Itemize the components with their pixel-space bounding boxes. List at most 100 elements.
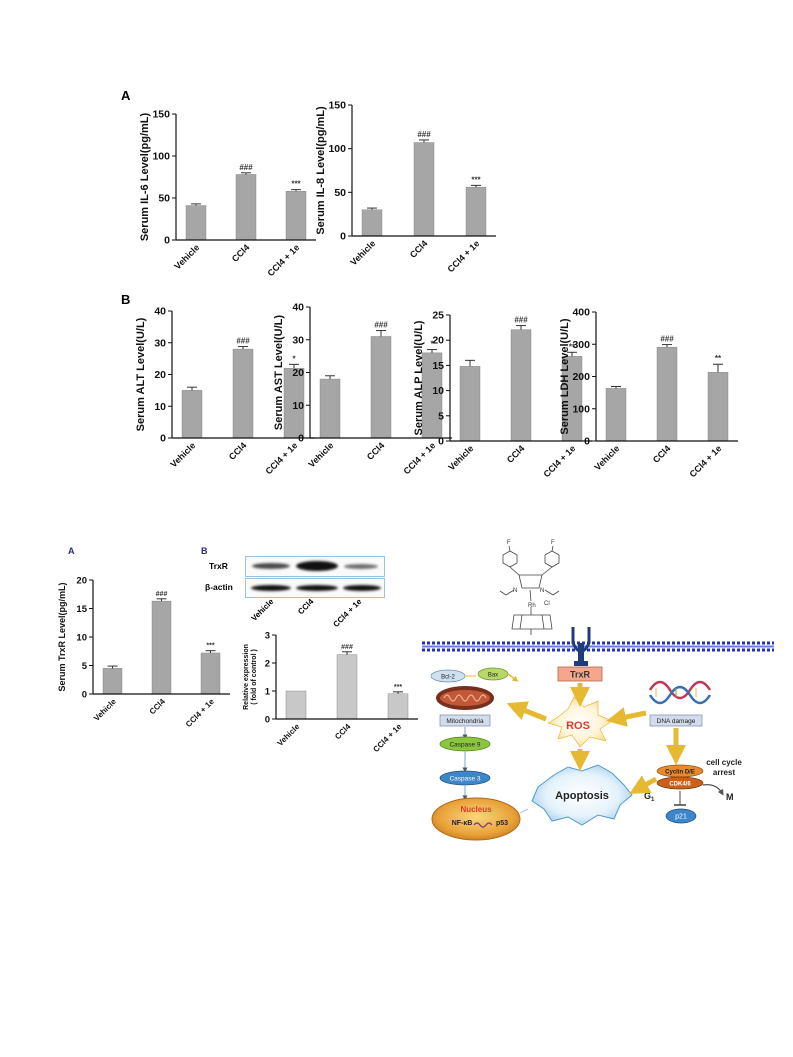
il6-bar-0 bbox=[185, 205, 207, 241]
chloride-label: Cl bbox=[544, 601, 550, 607]
trxr-category-label-1: CCl4 bbox=[148, 697, 168, 717]
ast-y-tick-label-2: 20 bbox=[292, 367, 304, 379]
il8-y-axis-label: Serum IL-8 Level(pg/mL) bbox=[315, 106, 327, 235]
il8-significance-1: ### bbox=[417, 130, 431, 139]
ast-y-tick-label-0: 0 bbox=[298, 433, 304, 445]
g1-label: G1 bbox=[644, 791, 655, 803]
trxr-y-tick-label-2: 10 bbox=[76, 633, 87, 644]
m-label: M bbox=[726, 792, 734, 802]
alp-y-tick-label-4: 20 bbox=[432, 335, 444, 347]
trxr-significance-1: ### bbox=[156, 591, 168, 598]
p53-label: p53 bbox=[496, 820, 508, 827]
wb-col-ccl4-1e: CCl4 + 1e bbox=[331, 597, 363, 629]
ast-y-tick-label-4: 40 bbox=[292, 302, 304, 314]
trxr-chart: Vehicle###CCl4***CCl4 + 1e05101520Serum … bbox=[57, 576, 230, 729]
il8-significance-2: *** bbox=[471, 175, 481, 184]
mitochondria-node-label: Mitochondria bbox=[446, 718, 484, 725]
panel-label-bottom-a: A bbox=[68, 546, 75, 556]
ldh-bar-0 bbox=[605, 388, 627, 442]
receptor-shape bbox=[571, 627, 591, 666]
dna-strand-graphic bbox=[473, 822, 493, 828]
bcl2-node-label: Bcl-2 bbox=[441, 675, 455, 681]
ast-significance-2: * bbox=[430, 340, 434, 349]
relexp-y-tick-label-2: 2 bbox=[265, 659, 270, 670]
trxr-category-label-2: CCl4 + 1e bbox=[184, 697, 216, 729]
wb-col-vehicle: Vehicle bbox=[250, 597, 276, 623]
alt-bar-0 bbox=[181, 390, 203, 439]
alt-y-tick-label-4: 40 bbox=[154, 306, 166, 318]
trxr-y-tick-label-1: 5 bbox=[82, 661, 88, 672]
panel-label-top-b: B bbox=[121, 292, 131, 307]
wb-col-ccl4: CCl4 bbox=[296, 597, 316, 617]
ldh-y-tick-label-0: 0 bbox=[584, 436, 590, 448]
il8-y-tick-label-3: 150 bbox=[328, 100, 346, 112]
ast-significance-1: ### bbox=[374, 321, 388, 330]
il6-y-tick-label-1: 50 bbox=[158, 193, 170, 205]
il6-significance-1: ### bbox=[239, 163, 253, 172]
il8-bar-2 bbox=[465, 186, 487, 237]
cdk-node bbox=[656, 776, 704, 790]
trxr-bar-2 bbox=[200, 652, 221, 695]
alt-y-tick-label-0: 0 bbox=[160, 433, 166, 445]
relexp-y-tick-label-3: 3 bbox=[265, 631, 270, 642]
il8-category-label-0: Vehicle bbox=[348, 238, 377, 267]
ast-category-label-1: CCl4 bbox=[365, 440, 387, 462]
alp-y-tick-label-5: 25 bbox=[432, 310, 444, 322]
alp-category-label-0: Vehicle bbox=[446, 443, 475, 472]
alt-category-label-1: CCl4 bbox=[227, 440, 249, 462]
il6-category-label-1: CCl4 bbox=[230, 242, 252, 264]
relexp-y-axis-label-2: ( fold of control ) bbox=[251, 649, 258, 705]
fluorine-left-label: F bbox=[507, 540, 511, 546]
alt-y-axis-label: Serum ALT Level(U/L) bbox=[135, 317, 147, 431]
ldh-y-tick-label-4: 400 bbox=[572, 307, 590, 319]
trxr-bar-0 bbox=[102, 668, 123, 695]
panel-label-bottom-b: B bbox=[201, 546, 208, 556]
relexp-category-label-1: CCl4 bbox=[333, 722, 353, 742]
alt-y-tick-label-3: 30 bbox=[154, 337, 166, 349]
ldh-chart: Vehicle###CCl4**CCl4 + 1e0100200300400Se… bbox=[559, 307, 738, 479]
alt-y-tick-label-2: 20 bbox=[154, 369, 166, 381]
alt-significance-1: ### bbox=[236, 337, 250, 346]
trxr-y-tick-label-4: 20 bbox=[76, 576, 87, 587]
cell-cycle-arrest-line2: arrest bbox=[713, 768, 736, 777]
trxr-category-label-0: Vehicle bbox=[92, 697, 118, 723]
ldh-significance-2: ** bbox=[715, 354, 722, 363]
il6-significance-2: *** bbox=[291, 180, 301, 189]
relexp-bar-1 bbox=[336, 654, 358, 720]
alp-y-tick-label-3: 15 bbox=[432, 360, 444, 372]
wb-band-bactin-ccl4 bbox=[296, 585, 338, 591]
alp-significance-1: ### bbox=[514, 316, 528, 325]
relexp-category-label-2: CCl4 + 1e bbox=[371, 722, 403, 754]
relexp-bar-0 bbox=[285, 690, 307, 720]
ldh-bar-1 bbox=[656, 346, 678, 442]
mitochondria-graphic bbox=[436, 686, 494, 710]
ast-category-label-0: Vehicle bbox=[306, 440, 335, 469]
trxr-y-tick-label-3: 15 bbox=[76, 604, 87, 615]
il8-y-tick-label-1: 50 bbox=[334, 187, 346, 199]
relexp-significance-2: *** bbox=[394, 684, 402, 691]
trxr-node-label: TrxR bbox=[570, 670, 591, 680]
caspase3-node-label: Caspase 3 bbox=[449, 776, 480, 783]
il8-category-label-1: CCl4 bbox=[408, 238, 430, 260]
alt-significance-2: * bbox=[292, 354, 296, 363]
ldh-category-label-0: Vehicle bbox=[592, 443, 621, 472]
il8-category-label-2: CCl4 + 1e bbox=[446, 238, 482, 274]
wb-band-trxr-vehicle bbox=[252, 563, 290, 569]
alp-y-tick-label-2: 10 bbox=[432, 385, 444, 397]
alp-bar-1 bbox=[510, 329, 532, 442]
wb-trxr-blot bbox=[245, 556, 385, 577]
alp-y-axis-label: Serum ALP Level(U/L) bbox=[413, 320, 425, 435]
alp-category-label-1: CCl4 bbox=[505, 443, 527, 465]
il6-category-label-0: Vehicle bbox=[172, 242, 201, 271]
wb-row-label-trxr: TrxR bbox=[209, 561, 228, 571]
apoptosis-label: Apoptosis bbox=[555, 790, 609, 802]
ldh-significance-1: ### bbox=[660, 335, 674, 344]
p21-node bbox=[665, 808, 697, 824]
il6-bar-1 bbox=[235, 174, 257, 241]
wb-band-trxr-ccl4 bbox=[296, 561, 338, 571]
il8-bar-0 bbox=[361, 209, 383, 237]
rhodium-label: Rh bbox=[528, 603, 536, 609]
